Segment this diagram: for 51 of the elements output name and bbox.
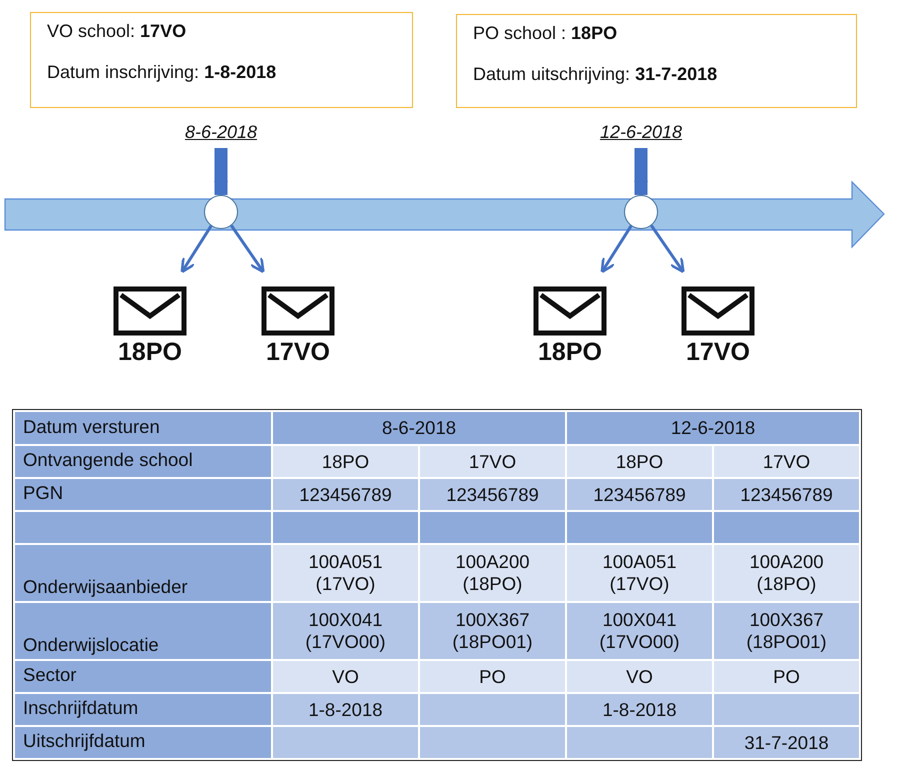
table-cell: 100A200 (18PO) bbox=[419, 544, 566, 602]
row-header-cell: Inschrijfdatum bbox=[14, 693, 272, 726]
table-cell: PO bbox=[419, 660, 566, 693]
block-arrow bbox=[634, 148, 648, 195]
date-label: 8-6-2018 bbox=[166, 122, 276, 148]
text-line: Datum uitschrijving: 31-7-2018 bbox=[473, 64, 718, 85]
arrow bbox=[600, 225, 632, 274]
table-cell: 123456789 bbox=[419, 478, 566, 511]
row-header-cell: Ontvangende school bbox=[14, 445, 272, 478]
table-cell: VO bbox=[566, 660, 713, 693]
table-cell: 100X041 (17VO00) bbox=[566, 602, 713, 660]
recipient-label: 18PO bbox=[538, 338, 602, 367]
recipient-label: 17VO bbox=[686, 338, 750, 367]
table-cell: 17VO bbox=[419, 445, 566, 478]
table-cell: 17VO bbox=[713, 445, 860, 478]
table-cell: 123456789 bbox=[566, 478, 713, 511]
table-cell: 100X367 (18PO01) bbox=[419, 602, 566, 660]
info-box bbox=[30, 12, 413, 108]
table-cell: 123456789 bbox=[713, 478, 860, 511]
table-cell: 100X041 (17VO00) bbox=[272, 602, 419, 660]
header-cell: 8-6-2018 bbox=[272, 411, 566, 445]
recipient-label: 18PO bbox=[118, 338, 182, 367]
text-line: Datum inschrijving: 1-8-2018 bbox=[47, 62, 276, 83]
table-cell: 100X367 (18PO01) bbox=[713, 602, 860, 660]
text-line: VO school: 17VO bbox=[47, 21, 186, 42]
table-cell: 18PO bbox=[272, 445, 419, 478]
header-cell: 12-6-2018 bbox=[566, 411, 860, 445]
table-cell: 31-7-2018 bbox=[713, 726, 860, 759]
arrow bbox=[180, 225, 212, 274]
text-line: PO school : 18PO bbox=[473, 23, 618, 44]
date-label: 12-6-2018 bbox=[586, 122, 696, 148]
arrow bbox=[650, 224, 685, 274]
table-cell: 100A051 (17VO) bbox=[272, 544, 419, 602]
row-header-cell: Sector bbox=[14, 660, 272, 693]
table-cell: 1-8-2018 bbox=[272, 693, 419, 726]
row-header-cell: PGN bbox=[14, 478, 272, 511]
table-cell: 123456789 bbox=[272, 478, 419, 511]
table-cell: 1-8-2018 bbox=[566, 693, 713, 726]
table-cell: PO bbox=[713, 660, 860, 693]
table-cell: 100A051 (17VO) bbox=[566, 544, 713, 602]
table-cell: VO bbox=[272, 660, 419, 693]
row-header-cell: Onderwijsaanbieder bbox=[14, 544, 272, 602]
info-box bbox=[456, 14, 857, 108]
row-header-cell: Datum versturen bbox=[14, 411, 272, 445]
recipient-label: 17VO bbox=[266, 338, 330, 367]
table-cell: 100A200 (18PO) bbox=[713, 544, 860, 602]
block-arrow bbox=[214, 148, 228, 195]
row-header-cell: Uitschrijfdatum bbox=[14, 726, 272, 759]
table-cell: 18PO bbox=[566, 445, 713, 478]
arrow bbox=[230, 224, 265, 274]
row-header-cell: Onderwijslocatie bbox=[14, 602, 272, 660]
